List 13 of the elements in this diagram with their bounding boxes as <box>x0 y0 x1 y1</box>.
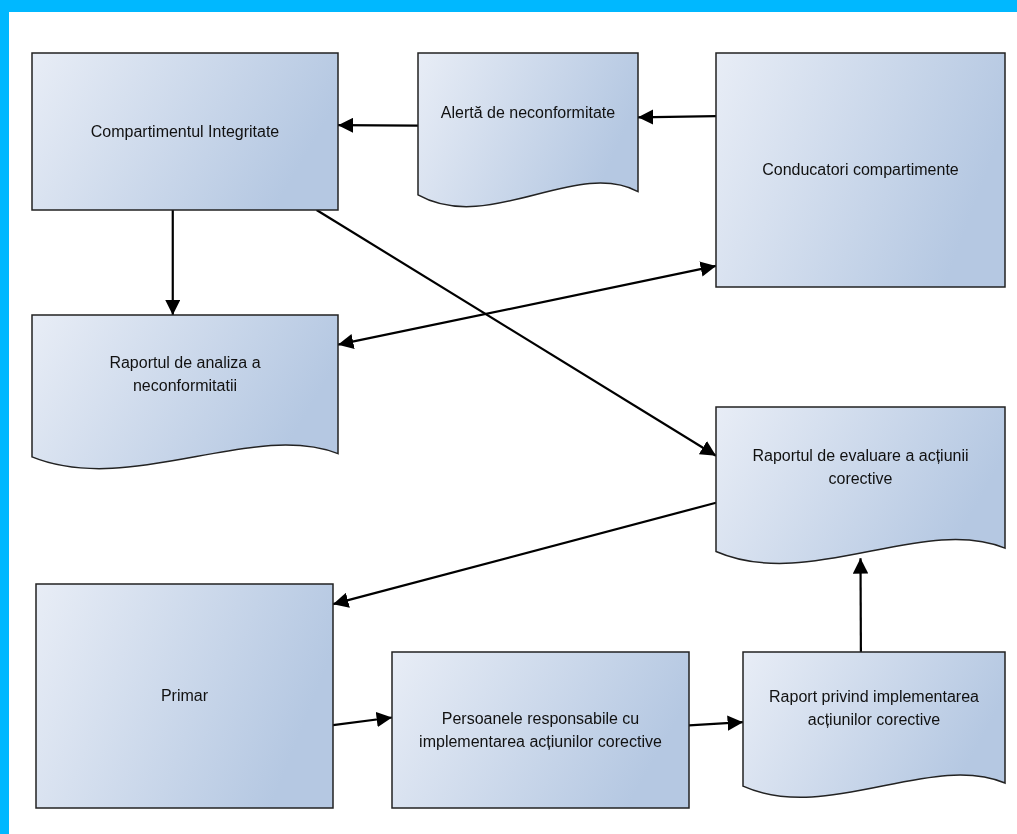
arrow <box>852 558 869 652</box>
arrow <box>338 117 418 133</box>
arrow <box>316 209 717 457</box>
node-label: Compartimentul Integritate <box>90 121 280 142</box>
node-label: Primar <box>160 686 209 707</box>
arrow <box>165 210 181 315</box>
arrow <box>638 109 716 125</box>
node-label: Conducatori compartimente <box>762 160 959 181</box>
node-label: Raport privind implementarea acțiunilor corective <box>768 686 980 731</box>
node-label: Alertă de neconformitate <box>440 102 616 123</box>
node-label: Raportul de evaluare a acțiunii corective <box>751 446 970 490</box>
node-label: Raportul de analiza a neconformitatii <box>108 353 262 397</box>
node-label: Persoanele responsabile cu implementarea acțiunilor corective <box>418 708 663 752</box>
